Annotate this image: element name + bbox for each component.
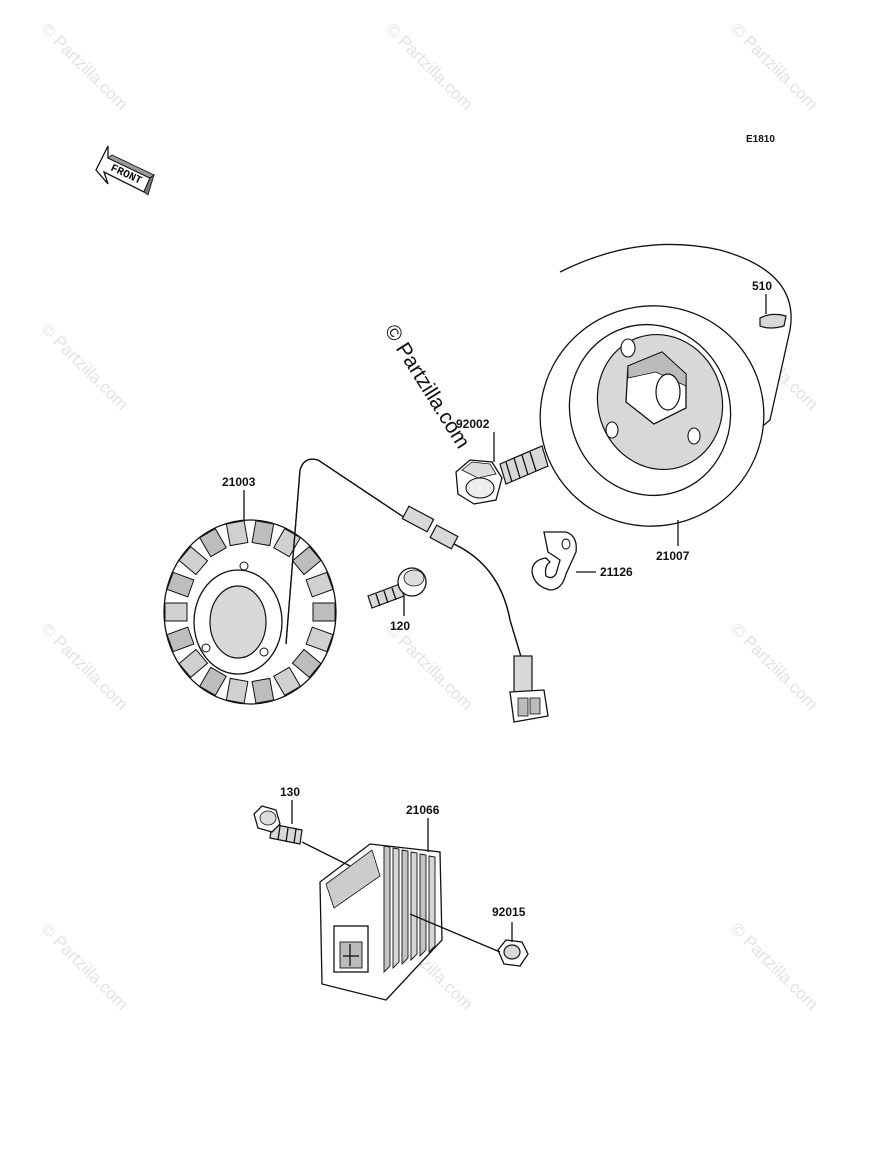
part-label-130: 130 (280, 785, 300, 799)
stator-pole (273, 666, 301, 696)
watermark: © Partzilla.com (727, 19, 821, 113)
regulator-nut-92015 (497, 939, 529, 967)
part-label-21126: 21126 (600, 565, 633, 579)
center-watermark: © Partzilla.com (380, 320, 474, 452)
regulator-fin (428, 855, 436, 954)
stator-pole (251, 520, 275, 547)
stator-pole (305, 571, 334, 598)
watermark: © Partzilla.com (37, 619, 131, 713)
stator-pole (178, 545, 209, 576)
watermark: © Partzilla.com (727, 619, 821, 713)
watermark: © Partzilla.com (382, 19, 476, 113)
stator-pole (291, 545, 322, 576)
watermark: © Partzilla.com (382, 619, 476, 713)
front-arrow-icon: FRONT (95, 145, 155, 196)
stator-pole (199, 528, 227, 558)
regulator-fin (410, 851, 418, 962)
regulator-fin (392, 847, 400, 970)
key-510 (759, 313, 787, 329)
diagram-code: E1810 (746, 134, 775, 145)
stator-pole (164, 602, 188, 622)
part-label-120: 120 (390, 619, 410, 633)
watermark: © Partzilla.com (37, 19, 131, 113)
leader-lines (243, 294, 767, 953)
part-label-21066: 21066 (406, 803, 440, 817)
watermark: © Partzilla.com (727, 919, 821, 1013)
stator-wire-harness (285, 458, 549, 723)
stator-pole (166, 626, 195, 653)
regulator-bolt-130 (253, 805, 303, 845)
part-label-92002: 92002 (456, 417, 490, 431)
flywheel-bolt-92002 (455, 445, 549, 505)
stator-pole (178, 648, 209, 679)
stator-pole (251, 677, 275, 704)
regulator-fin (419, 853, 427, 958)
stator-pole (225, 520, 249, 547)
stator-pole (199, 666, 227, 696)
stator-21003 (163, 519, 337, 705)
watermark: © Partzilla.com (37, 919, 131, 1013)
flywheel-rotor-21007 (539, 243, 792, 527)
stator-pole (166, 571, 195, 598)
part-labels: 21007 510 92002 21126 120 21003 130 2106… (222, 279, 772, 919)
part-label-21003: 21003 (222, 475, 256, 489)
stator-pole (291, 648, 322, 679)
regulator-rectifier-21066 (319, 843, 443, 1001)
part-label-92015: 92015 (492, 905, 526, 919)
stator-pole (312, 602, 336, 622)
stator-pole (305, 626, 334, 653)
stator-pole (273, 528, 301, 558)
part-label-510: 510 (752, 279, 772, 293)
regulator-fin (401, 849, 409, 966)
part-label-21007: 21007 (656, 549, 690, 563)
regulator-fin (383, 845, 391, 974)
stator-pole (225, 677, 249, 704)
wire-clamp-21126 (531, 531, 577, 591)
watermark: © Partzilla.com (37, 319, 131, 413)
stator-bolt-120 (367, 567, 427, 609)
